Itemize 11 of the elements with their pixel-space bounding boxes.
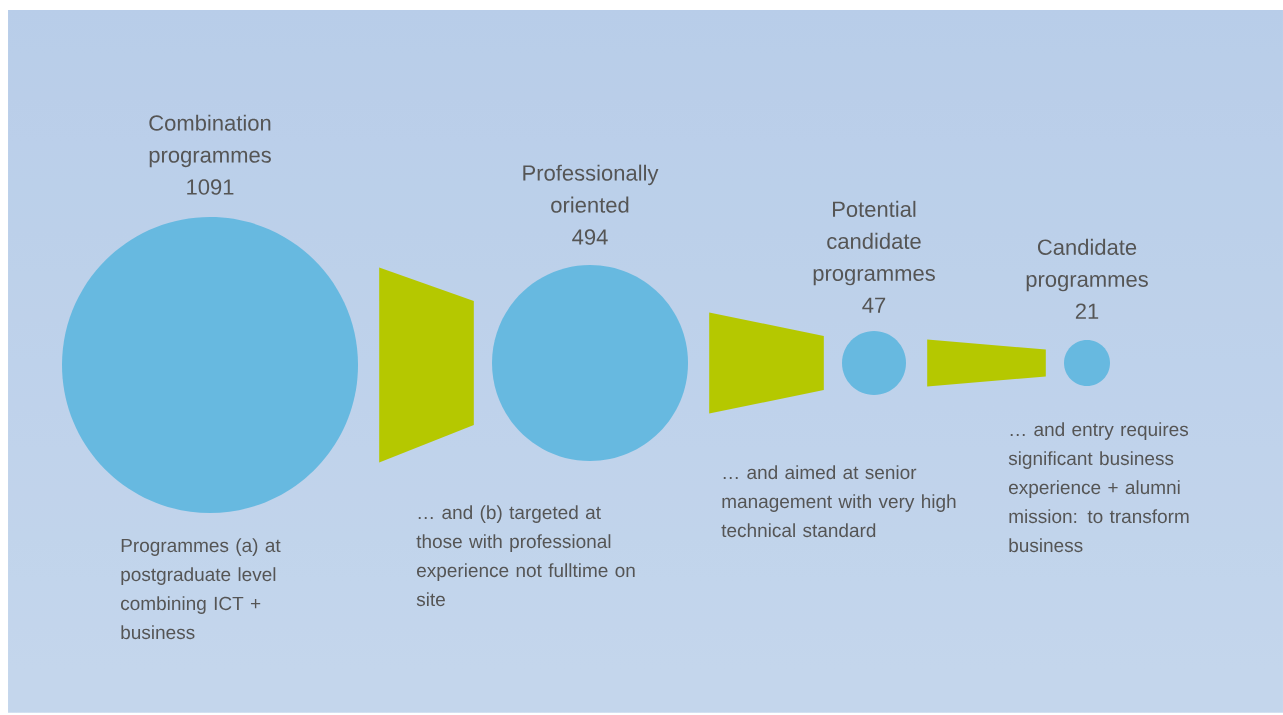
funnel-shape (927, 339, 1046, 387)
node-heading: Combination programmes 1091 (149, 114, 271, 195)
description-text: … and aimed at senior management with very high technical standard (721, 465, 956, 538)
node-heading: Potential candidate programmes 47 (813, 200, 935, 313)
node-heading: Candidate programmes 21 (1026, 238, 1148, 319)
funnel-shape (379, 267, 474, 463)
description-text: Programmes (a) at postgraduate level combining ICT + business (121, 538, 281, 640)
description-text: … and entry requires significant business experience + alumni mission: to transform business (1008, 422, 1189, 553)
funnel-shape (709, 312, 824, 414)
description-text: … and (b) targeted at those with professional experience not fulltime on site (416, 505, 635, 607)
node-heading: Professionally oriented 494 (523, 164, 659, 245)
